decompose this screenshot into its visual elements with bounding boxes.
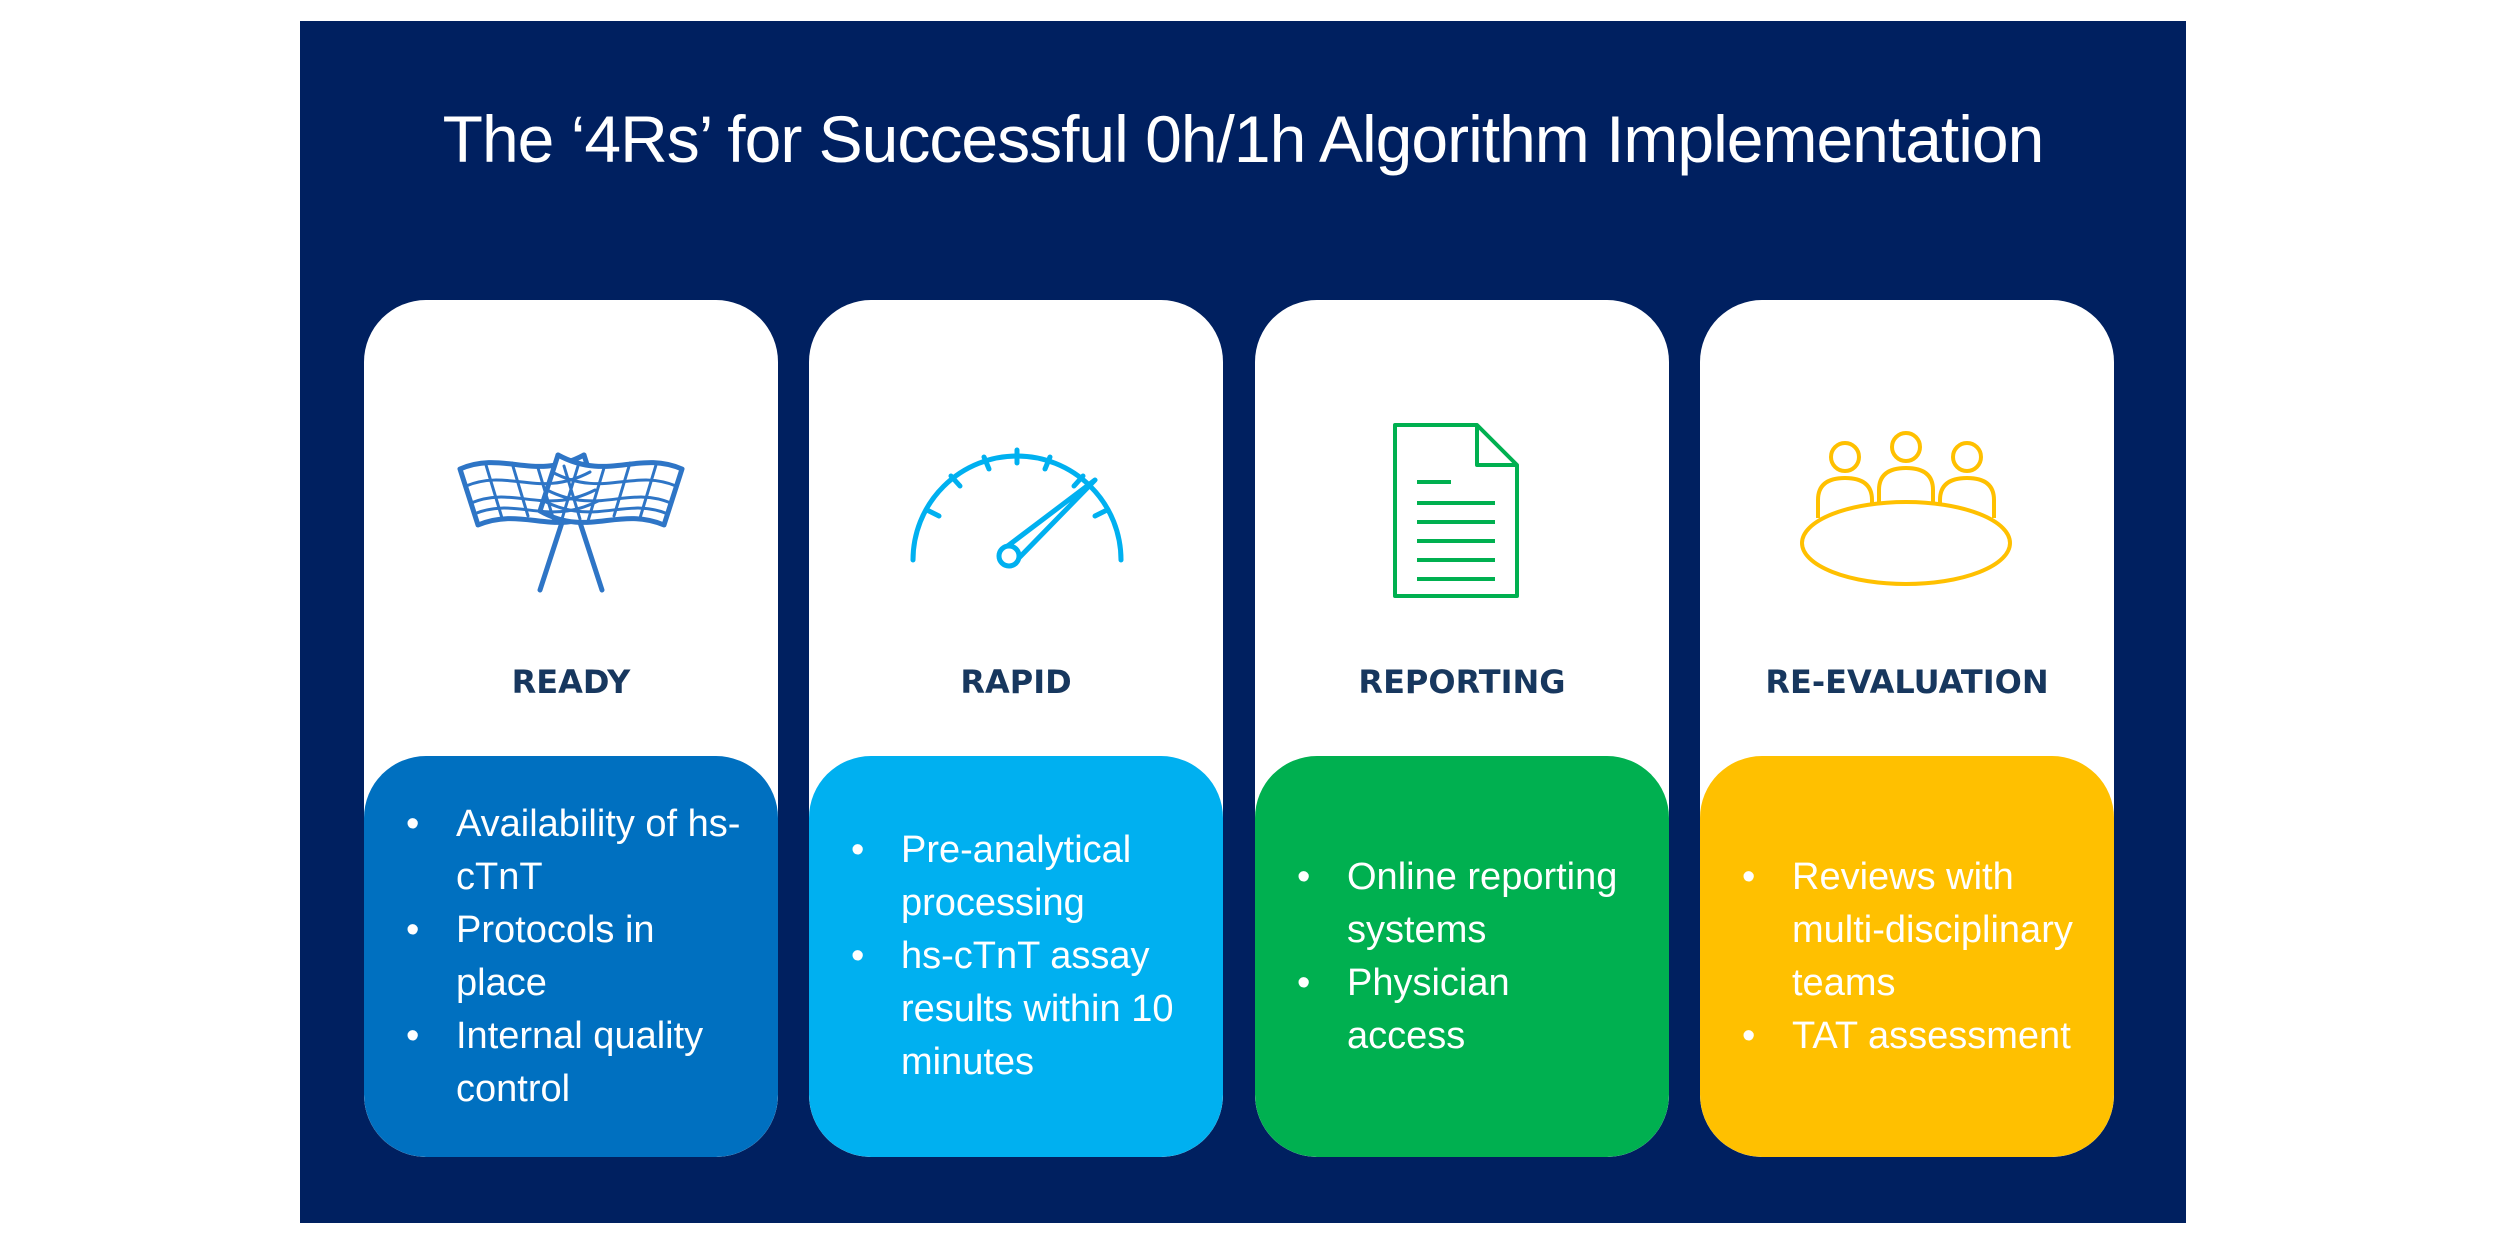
panel-reporting: Online reporting systems Physician acces… xyxy=(1255,756,1669,1157)
document-icon xyxy=(1393,423,1519,598)
list-item: Physician access xyxy=(1295,957,1637,1063)
card-heading-reporting: REPORTING xyxy=(1358,663,1566,701)
list-item: Pre-analytical processing xyxy=(849,824,1191,930)
card-reporting: REPORTING Online reporting systems Physi… xyxy=(1255,300,1669,1157)
list-item: hs-cTnT assay results within 10 minutes xyxy=(849,930,1191,1089)
list-item: Internal quality control xyxy=(404,1010,746,1116)
list-item: Protocols in place xyxy=(404,904,746,1010)
slide: The ‘4Rs’ for Successful 0h/1h Algorithm… xyxy=(300,21,2186,1223)
list-item: Availability of hs-cTnT xyxy=(404,798,746,904)
card-rapid: RAPID Pre-analytical processing hs-cTnT … xyxy=(809,300,1223,1157)
card-heading-re-evaluation: RE-EVALUATION xyxy=(1765,663,2049,701)
card-heading-ready: READY xyxy=(511,663,631,701)
bullet-list-rapid: Pre-analytical processing hs-cTnT assay … xyxy=(849,824,1191,1089)
slide-title: The ‘4Rs’ for Successful 0h/1h Algorithm… xyxy=(442,102,2045,176)
panel-re-evaluation: Reviews with multi-disciplinary teams TA… xyxy=(1700,756,2114,1157)
checkered-flags-icon xyxy=(457,452,685,593)
bullet-list-reporting: Online reporting systems Physician acces… xyxy=(1295,851,1637,1063)
card-re-evaluation: RE-EVALUATION Reviews with multi-discipl… xyxy=(1700,300,2114,1157)
list-item: Online reporting systems xyxy=(1295,851,1637,957)
meeting-table-icon xyxy=(1800,431,2012,586)
speedometer-icon xyxy=(910,447,1124,569)
list-item: Reviews with multi-disciplinary teams xyxy=(1740,851,2082,1010)
card-heading-rapid: RAPID xyxy=(960,663,1072,701)
bullet-list-re-evaluation: Reviews with multi-disciplinary teams TA… xyxy=(1740,851,2082,1063)
panel-ready: Availability of hs-cTnT Protocols in pla… xyxy=(364,756,778,1157)
card-ready: READY Availability of hs-cTnT Protocols … xyxy=(364,300,778,1157)
list-item: TAT assessment xyxy=(1740,1010,2082,1063)
panel-rapid: Pre-analytical processing hs-cTnT assay … xyxy=(809,756,1223,1157)
bullet-list-ready: Availability of hs-cTnT Protocols in pla… xyxy=(404,798,746,1116)
